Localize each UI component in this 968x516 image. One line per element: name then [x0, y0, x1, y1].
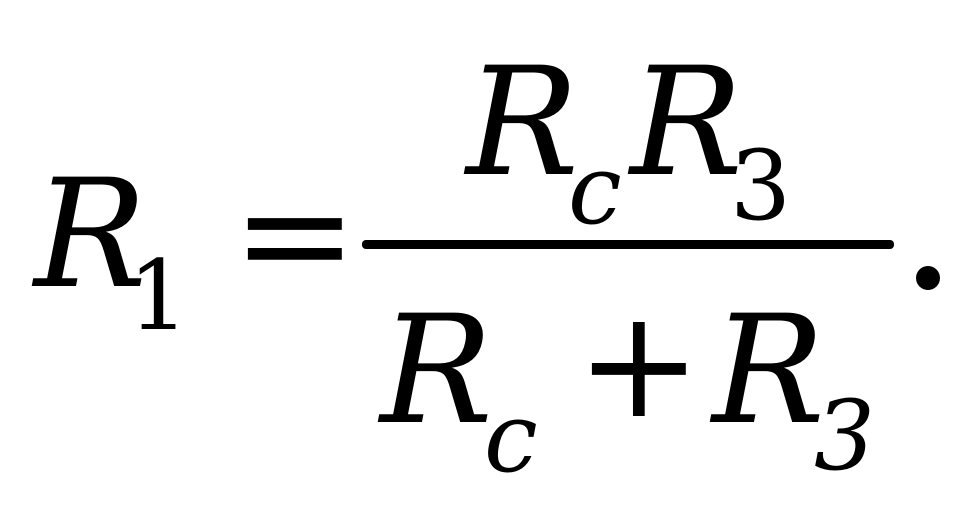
- numerator-factor2-variable: R: [630, 36, 743, 210]
- denominator-term1-variable: R: [380, 284, 493, 458]
- denominator-term2-subscript: 3: [814, 380, 876, 492]
- fraction-bar: [362, 240, 894, 249]
- lhs-variable: R: [34, 148, 147, 322]
- denominator-term1-subscript: c: [484, 382, 538, 494]
- numerator-factor1-subscript: c: [568, 134, 622, 246]
- equals-sign: =: [232, 148, 358, 322]
- numerator-factor2-subscript: 3: [730, 130, 792, 242]
- plus-operator: +: [576, 278, 702, 452]
- lhs-subscript: 1: [128, 240, 190, 352]
- period-mark: [916, 266, 940, 290]
- numerator-factor1-variable: R: [466, 36, 579, 210]
- denominator-term2-variable: R: [712, 284, 825, 458]
